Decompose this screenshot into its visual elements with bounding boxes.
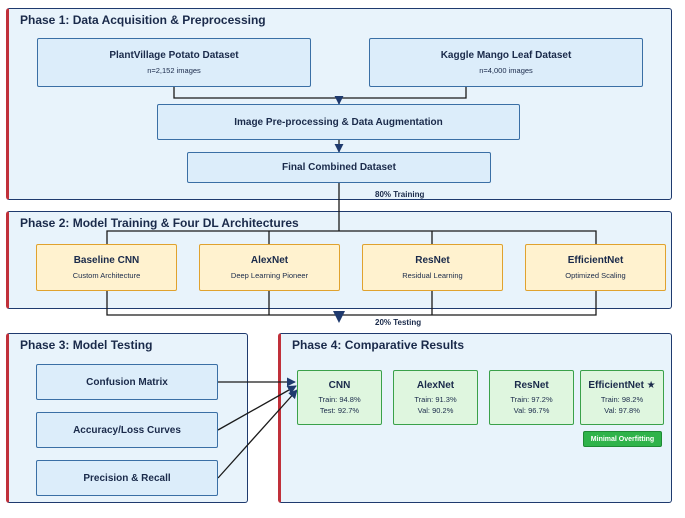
preprocessing-label: Image Pre-processing & Data Augmentation xyxy=(234,116,443,128)
model-baseline-cnn: Baseline CNN Custom Architecture xyxy=(36,244,177,291)
model-sub: Deep Learning Pioneer xyxy=(230,271,309,280)
result-val: Val: 97.8% xyxy=(604,405,640,415)
kaggle-dataset-box: Kaggle Mango Leaf Dataset n=4,000 images xyxy=(369,38,643,87)
result-cnn: CNN Train: 94.8% Test: 92.7% xyxy=(297,370,382,425)
plantvillage-count: n=2,152 images xyxy=(147,66,201,75)
plantvillage-label: PlantVillage Potato Dataset xyxy=(109,50,239,61)
model-sub: Custom Architecture xyxy=(72,271,141,280)
model-label: ResNet xyxy=(415,255,450,266)
accuracy-loss-box: Accuracy/Loss Curves xyxy=(36,412,218,448)
model-sub: Residual Learning xyxy=(402,271,463,280)
result-label: EfficientNet ★ xyxy=(588,379,656,391)
result-val: Val: 90.2% xyxy=(417,405,454,415)
testing-split-label: 20% Testing xyxy=(375,318,422,327)
phase2-title: Phase 2: Model Training & Four DL Archit… xyxy=(20,216,299,230)
final-dataset-label: Final Combined Dataset xyxy=(282,162,396,173)
result-alexnet: AlexNet Train: 91.3% Val: 90.2% xyxy=(393,370,478,425)
result-train: Train: 98.2% xyxy=(600,394,644,404)
testing-item-label: Accuracy/Loss Curves xyxy=(73,424,181,436)
result-efficientnet: EfficientNet ★ Train: 98.2% Val: 97.8% xyxy=(580,370,664,425)
result-train: Train: 94.8% xyxy=(318,394,361,404)
model-label: EfficientNet xyxy=(567,255,624,266)
phase1-title: Phase 1: Data Acquisition & Preprocessin… xyxy=(20,13,266,27)
result-label: AlexNet xyxy=(416,379,455,391)
plantvillage-dataset-box: PlantVillage Potato Dataset n=2,152 imag… xyxy=(37,38,311,87)
preprocessing-box: Image Pre-processing & Data Augmentation xyxy=(157,104,520,140)
training-split-label: 80% Training xyxy=(375,190,425,199)
model-label: AlexNet xyxy=(250,255,289,266)
model-efficientnet: EfficientNet Optimized Scaling xyxy=(525,244,666,291)
kaggle-label: Kaggle Mango Leaf Dataset xyxy=(440,50,572,61)
result-train: Train: 91.3% xyxy=(414,394,457,404)
model-resnet: ResNet Residual Learning xyxy=(362,244,503,291)
kaggle-count: n=4,000 images xyxy=(479,66,533,75)
result-label: ResNet xyxy=(514,379,549,391)
final-dataset-box: Final Combined Dataset xyxy=(187,152,491,183)
result-resnet: ResNet Train: 97.2% Val: 96.7% xyxy=(489,370,574,425)
confusion-matrix-box: Confusion Matrix xyxy=(36,364,218,400)
result-train: Train: 97.2% xyxy=(510,394,553,404)
model-label: Baseline CNN xyxy=(73,255,140,266)
minimal-overfitting-badge: Minimal Overfitting xyxy=(583,431,662,447)
model-sub: Optimized Scaling xyxy=(565,271,626,280)
testing-junction-marker xyxy=(333,311,345,323)
precision-recall-box: Precision & Recall xyxy=(36,460,218,496)
model-alexnet: AlexNet Deep Learning Pioneer xyxy=(199,244,340,291)
phase4-title: Phase 4: Comparative Results xyxy=(292,338,465,352)
testing-item-label: Precision & Recall xyxy=(83,472,171,484)
phase3-title: Phase 3: Model Testing xyxy=(20,338,153,352)
result-val: Val: 96.7% xyxy=(513,405,550,415)
testing-item-label: Confusion Matrix xyxy=(86,376,168,388)
result-test: Test: 92.7% xyxy=(319,405,360,415)
result-label: CNN xyxy=(328,379,351,391)
